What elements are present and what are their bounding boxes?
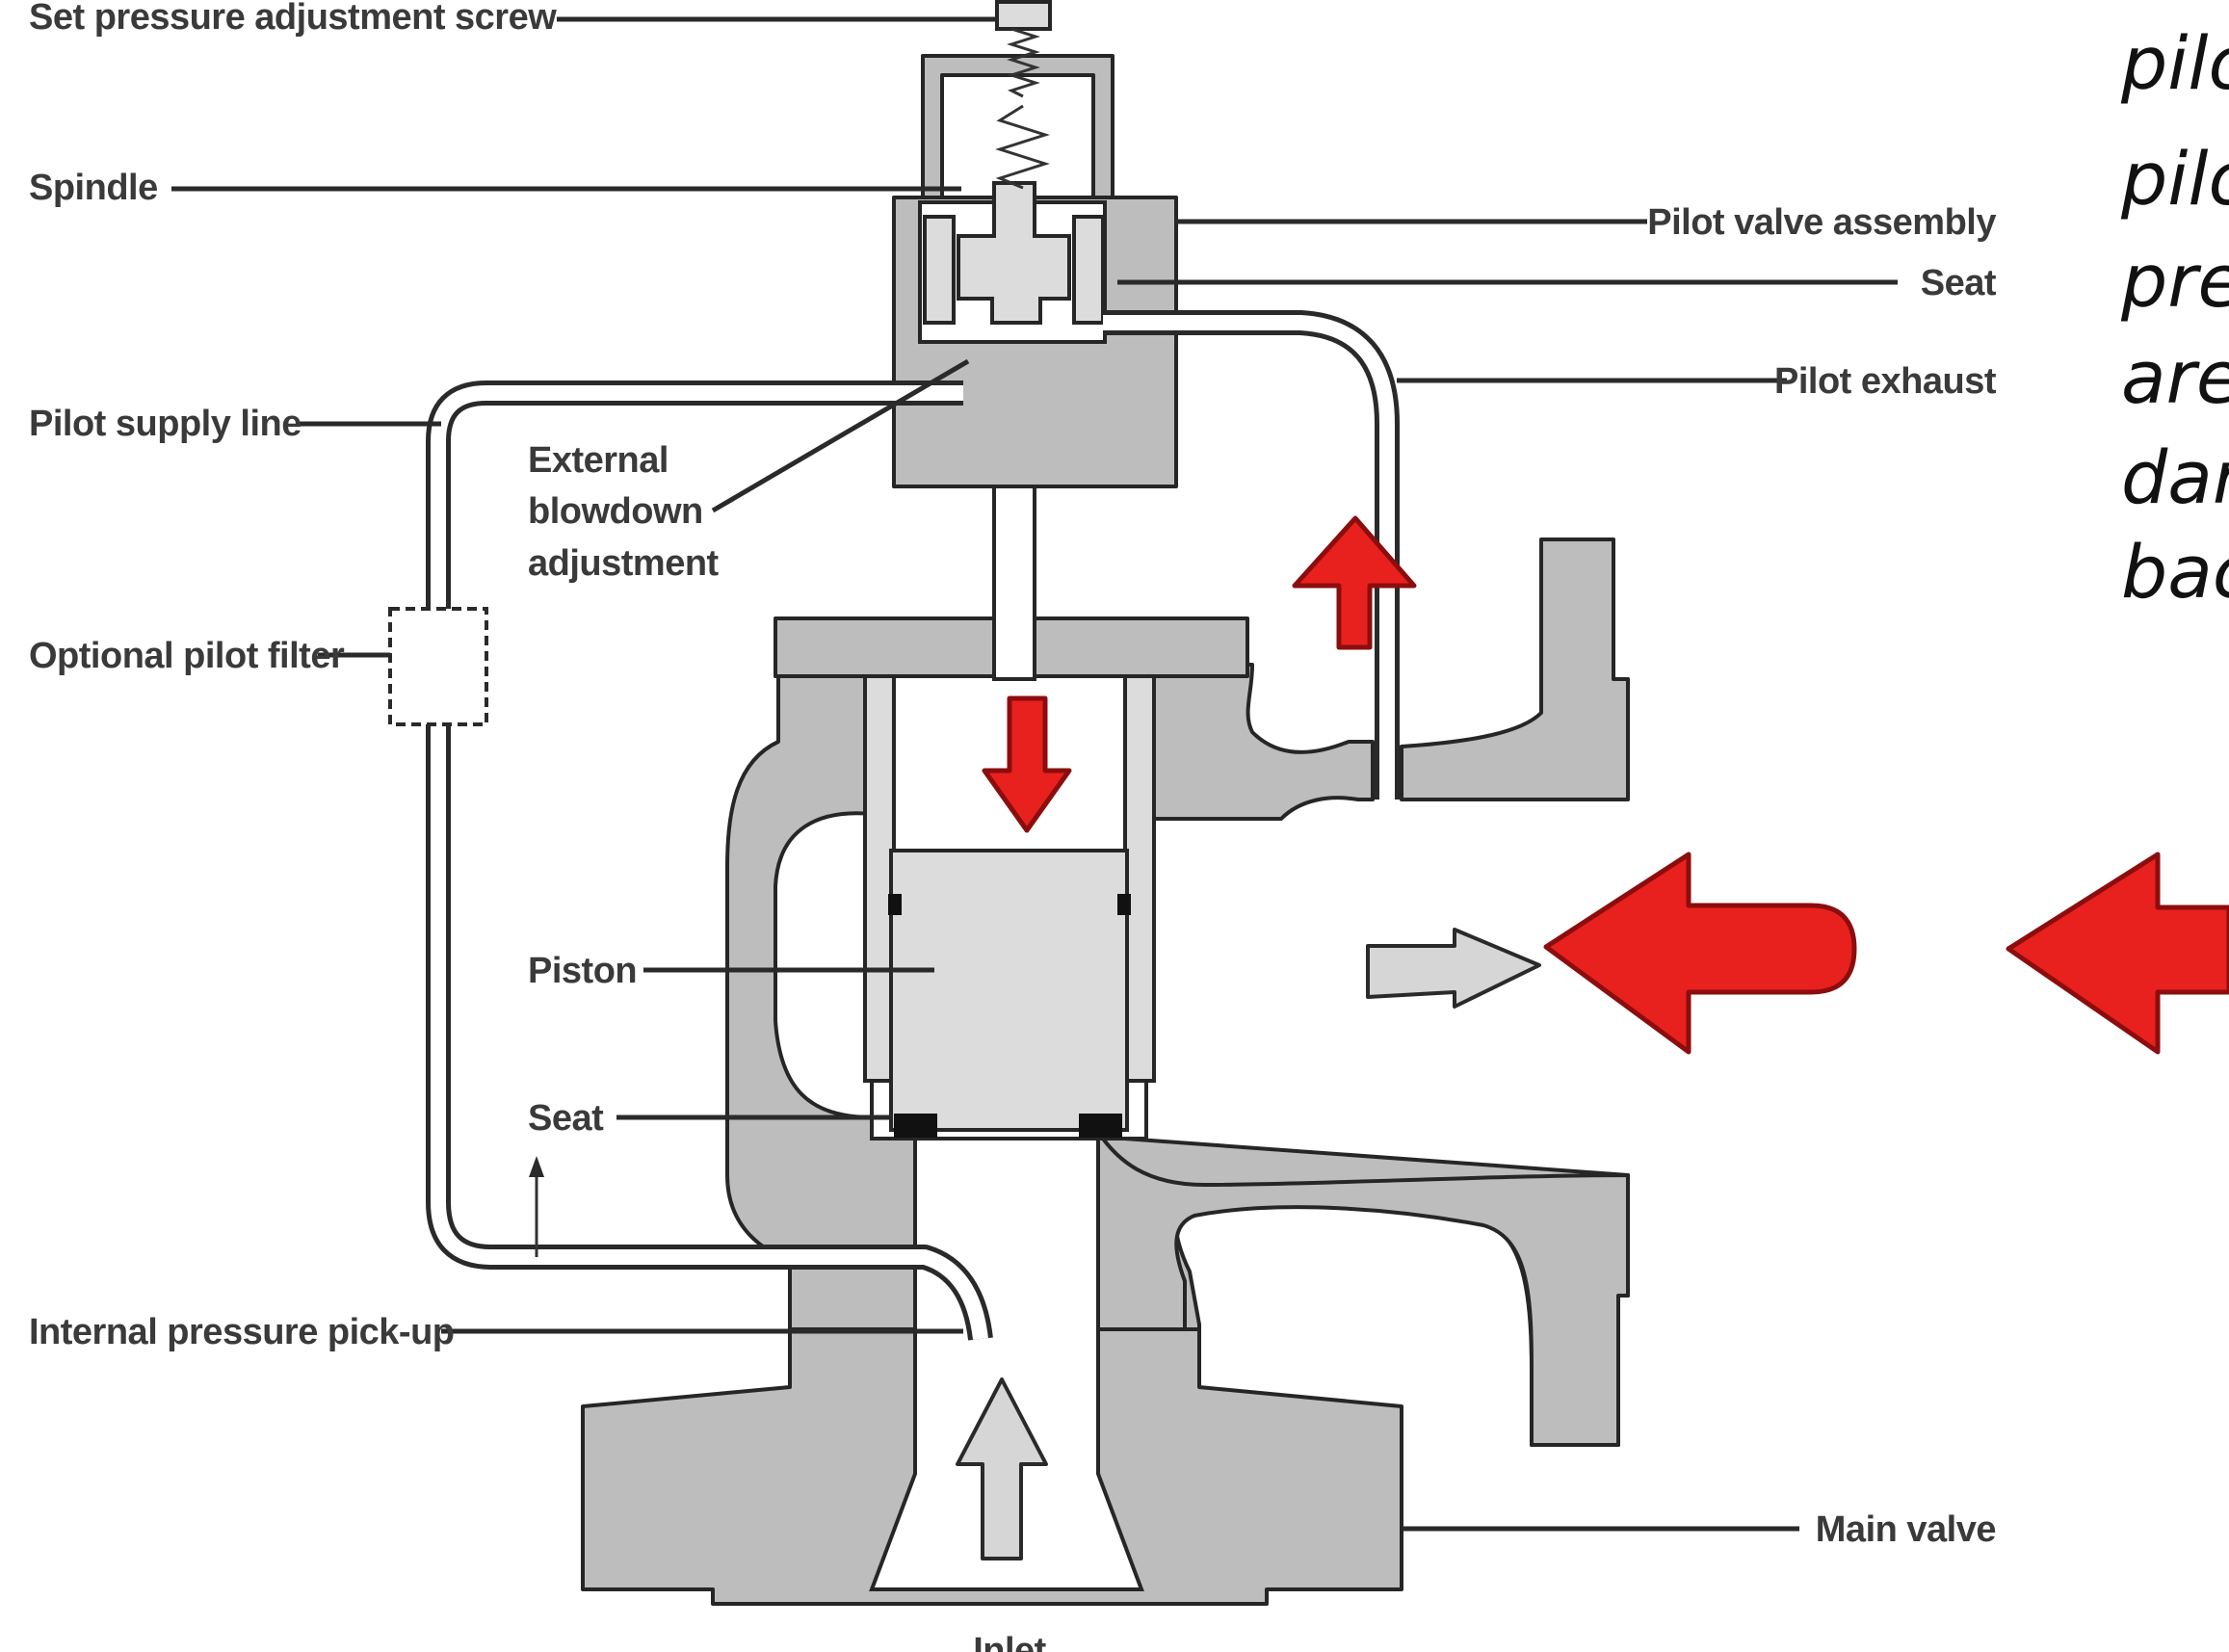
label-set-pressure-screw: Set pressure adjustment screw xyxy=(29,0,557,38)
flow-arrow-right-gray xyxy=(1366,928,1541,1009)
flow-arrow-up-red xyxy=(1292,515,1417,650)
note-line-6: bac xyxy=(2121,529,2229,615)
big-red-arrow-left-1 xyxy=(1543,852,1857,1055)
outlet-flange-top xyxy=(1400,538,1630,801)
pilot-spring xyxy=(995,104,1050,190)
pilot-seat-right xyxy=(1072,215,1105,325)
flow-arrow-up-gray xyxy=(956,1377,1048,1560)
pilot-spindle xyxy=(957,181,1071,325)
outlet-upper-wall xyxy=(1144,663,1375,821)
note-line-3: pre xyxy=(2120,238,2229,324)
label-pilot-exhaust: Pilot exhaust xyxy=(1774,361,1997,402)
big-red-arrow-left-2 xyxy=(2006,852,2229,1055)
label-external-blowdown-1: External xyxy=(528,440,669,481)
piston xyxy=(889,849,1129,1132)
label-pilot-supply-line: Pilot supply line xyxy=(29,404,302,444)
note-line-2: pilo xyxy=(2120,136,2229,222)
flow-arrow-down-red xyxy=(982,695,1072,833)
adjustment-screw-thread xyxy=(1007,27,1040,98)
note-line-1: pilo xyxy=(2120,20,2229,106)
label-main-valve: Main valve xyxy=(1816,1509,1996,1550)
outlet-lower-wall xyxy=(1096,1130,1630,1447)
label-spindle: Spindle xyxy=(29,168,158,208)
cylinder-liner-right xyxy=(1123,674,1156,1083)
piston-ring-right xyxy=(1117,894,1131,915)
seat-ring-left xyxy=(894,1114,937,1138)
note-line-4: are xyxy=(2121,334,2229,420)
label-inlet: Inlet xyxy=(973,1631,1046,1652)
label-pilot-valve-assembly: Pilot valve assembly xyxy=(1647,202,1996,243)
seat-ring-right xyxy=(1079,1114,1122,1138)
label-external-blowdown-3: adjustment xyxy=(528,543,720,584)
pilot-seat-left xyxy=(923,215,956,325)
pilot-exhaust-line-bore xyxy=(1103,315,1395,800)
label-seat-upper: Seat xyxy=(1921,263,1997,303)
label-external-blowdown-2: blowdown xyxy=(528,491,703,532)
label-seat-lower: Seat xyxy=(528,1098,604,1139)
label-optional-pilot-filter: Optional pilot filter xyxy=(29,636,345,676)
note-line-5: dar xyxy=(2121,434,2229,520)
label-internal-pressure-pickup: Internal pressure pick-up xyxy=(29,1312,455,1352)
optional-pilot-filter xyxy=(388,607,488,726)
piston-ring-left xyxy=(888,894,902,915)
label-piston: Piston xyxy=(528,951,637,991)
pilot-supply-line-bore xyxy=(431,385,988,1341)
adjustment-screw-head xyxy=(995,0,1052,31)
